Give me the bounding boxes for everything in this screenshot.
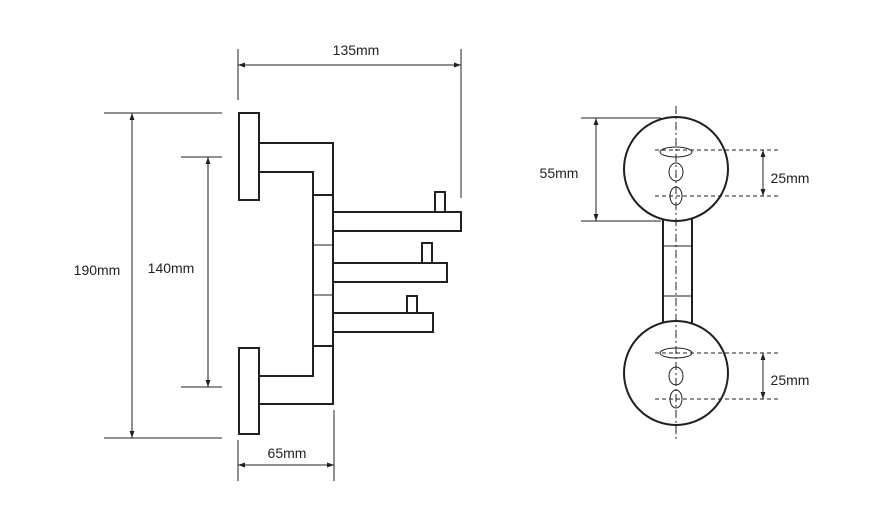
dimension-190: 190mm (74, 112, 222, 439)
dimension-25-bottom: 25mm (760, 353, 810, 399)
lower-bracket (258, 345, 334, 405)
wall-plate-top (238, 112, 260, 201)
side-view: 135mm 190mm 140mm 65mm (74, 42, 462, 481)
hook-arm-top (332, 191, 462, 232)
connector-bar (662, 214, 693, 333)
height-inner-label: 140mm (148, 260, 195, 276)
hole-spacing-top-label: 25mm (771, 170, 810, 186)
dimension-140: 140mm (148, 156, 222, 388)
holes-bottom (655, 347, 778, 409)
height-outer-label: 190mm (74, 262, 121, 278)
hinge-bar (312, 194, 334, 347)
hook-arm-middle (332, 242, 448, 283)
hook-arm-bottom (332, 295, 434, 333)
wall-plate-bottom (238, 347, 260, 435)
dimension-55: 55mm (540, 117, 661, 222)
plate-diameter-label: 55mm (540, 165, 579, 181)
depth-bottom-label: 65mm (268, 445, 307, 461)
upper-bracket (258, 142, 334, 196)
dimension-135: 135mm (237, 42, 462, 198)
dimension-65: 65mm (237, 410, 335, 481)
hole-spacing-bottom-label: 25mm (771, 372, 810, 388)
front-view: 55mm 25mm 25mm (540, 106, 810, 440)
dimension-25-top: 25mm (760, 150, 810, 196)
width-top-label: 135mm (333, 42, 380, 58)
holes-top (655, 146, 778, 206)
